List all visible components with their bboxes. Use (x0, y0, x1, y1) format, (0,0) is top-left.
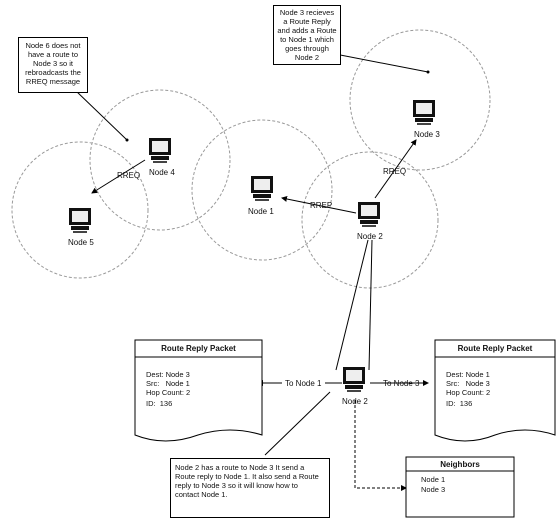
range-circle-node4 (89, 89, 231, 231)
packet-left-line: ID: 136 (146, 399, 173, 408)
node4-computer-icon (149, 138, 171, 163)
rreq-label-left: RREQ (117, 171, 141, 180)
pointer-node2-note (264, 391, 331, 456)
packet-right-line: Src: Node 3 (446, 379, 490, 388)
neighbors-title: Neighbors (440, 460, 480, 469)
neighbors-item: Node 3 (421, 485, 446, 494)
node5-computer-icon (69, 208, 91, 233)
node2-label: Node 2 (357, 232, 383, 241)
zoom-line-left (335, 239, 369, 371)
packet-left-line: Dest: Node 3 (146, 370, 190, 379)
packet-right-line: ID: 136 (446, 399, 473, 408)
neighbors-item: Node 1 (421, 475, 446, 484)
range-circle-node3 (349, 29, 491, 171)
range-circle-node1 (191, 119, 333, 261)
node2-computer-icon (358, 202, 380, 227)
packet-left-line: Src: Node 1 (146, 379, 190, 388)
node2-detail-label: Node 2 (342, 397, 368, 406)
packet-left-title: Route Reply Packet (161, 344, 236, 353)
to-node3-label: To Node 3 (383, 379, 420, 388)
pointer-node3 (329, 52, 429, 73)
range-circle-node5 (11, 141, 149, 279)
node5-label: Node 5 (68, 238, 94, 247)
node3-label: Node 3 (414, 130, 440, 139)
range-circle-node2 (301, 151, 439, 289)
node1-computer-icon (251, 176, 273, 201)
pointer-node6 (74, 89, 128, 141)
node1-label: Node 1 (248, 207, 274, 216)
packet-right-line: Hop Count: 2 (446, 388, 491, 397)
neighbors-link (354, 400, 407, 491)
node4-label: Node 4 (149, 168, 175, 177)
packet-left-doc (134, 339, 263, 442)
rreq-arrow-left (91, 159, 146, 194)
node2-detail-computer-icon (343, 367, 365, 392)
neighbors-box (405, 456, 515, 518)
zoom-line-right (368, 239, 373, 371)
packet-left-line: Hop Count: 2 (146, 388, 191, 397)
rreq-arrow-right (374, 139, 417, 199)
packet-right-title: Route Reply Packet (457, 344, 533, 353)
node3-computer-icon (413, 100, 435, 125)
rrep-label: RREP (310, 201, 333, 210)
rreq-label-right: RREQ (383, 167, 407, 176)
packet-right-line: Dest: Node 1 (446, 370, 490, 379)
rrep-arrow (281, 196, 357, 214)
to-node1-label: To Node 1 (285, 379, 322, 388)
packet-right-doc (434, 339, 556, 442)
